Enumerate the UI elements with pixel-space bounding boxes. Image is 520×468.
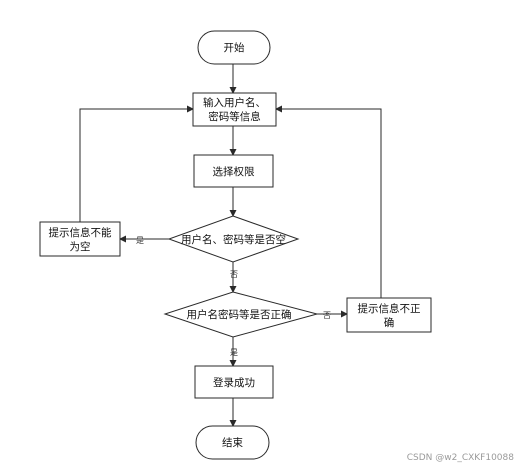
check-empty-decision — [167, 215, 300, 263]
check-correct-label: 用户名密码等是否正确 — [187, 308, 292, 321]
input-credentials-box — [192, 92, 277, 127]
input-credentials-label-line1: 输入用户名、 — [203, 96, 266, 109]
incorrect-tip-label-line2: 确 — [384, 316, 395, 329]
edge-label-empty-yes: 是 — [136, 236, 144, 245]
end-terminator — [195, 425, 270, 460]
edge-label-correct-no: 否 — [323, 311, 331, 320]
empty-tip-label-line1: 提示信息不能 — [49, 226, 112, 239]
input-credentials-label-line2: 密码等信息 — [208, 110, 261, 123]
select-permission-box — [193, 154, 274, 188]
check-correct-decision — [163, 291, 319, 338]
start-label: 开始 — [224, 41, 245, 54]
edge-empty-tip-back-to-input — [79, 105, 194, 222]
empty-tip-label-line2: 为空 — [70, 240, 91, 253]
login-success-label: 登录成功 — [213, 376, 255, 389]
empty-tip-box — [39, 221, 121, 257]
incorrect-tip-box — [346, 297, 432, 333]
edge-label-correct-yes: 是 — [230, 348, 238, 357]
end-label: 结束 — [222, 436, 243, 449]
incorrect-tip-label-line1: 提示信息不正 — [358, 302, 421, 315]
login-success-box — [194, 365, 274, 399]
start-terminator — [197, 30, 271, 65]
select-permission-label: 选择权限 — [213, 165, 255, 178]
edge-label-empty-no: 否 — [230, 270, 238, 279]
watermark: CSDN @w2_CXKF10088 — [407, 453, 515, 463]
check-empty-label: 用户名、密码等是否空 — [181, 233, 286, 246]
edge-incorrect-tip-back-to-input — [275, 105, 382, 298]
